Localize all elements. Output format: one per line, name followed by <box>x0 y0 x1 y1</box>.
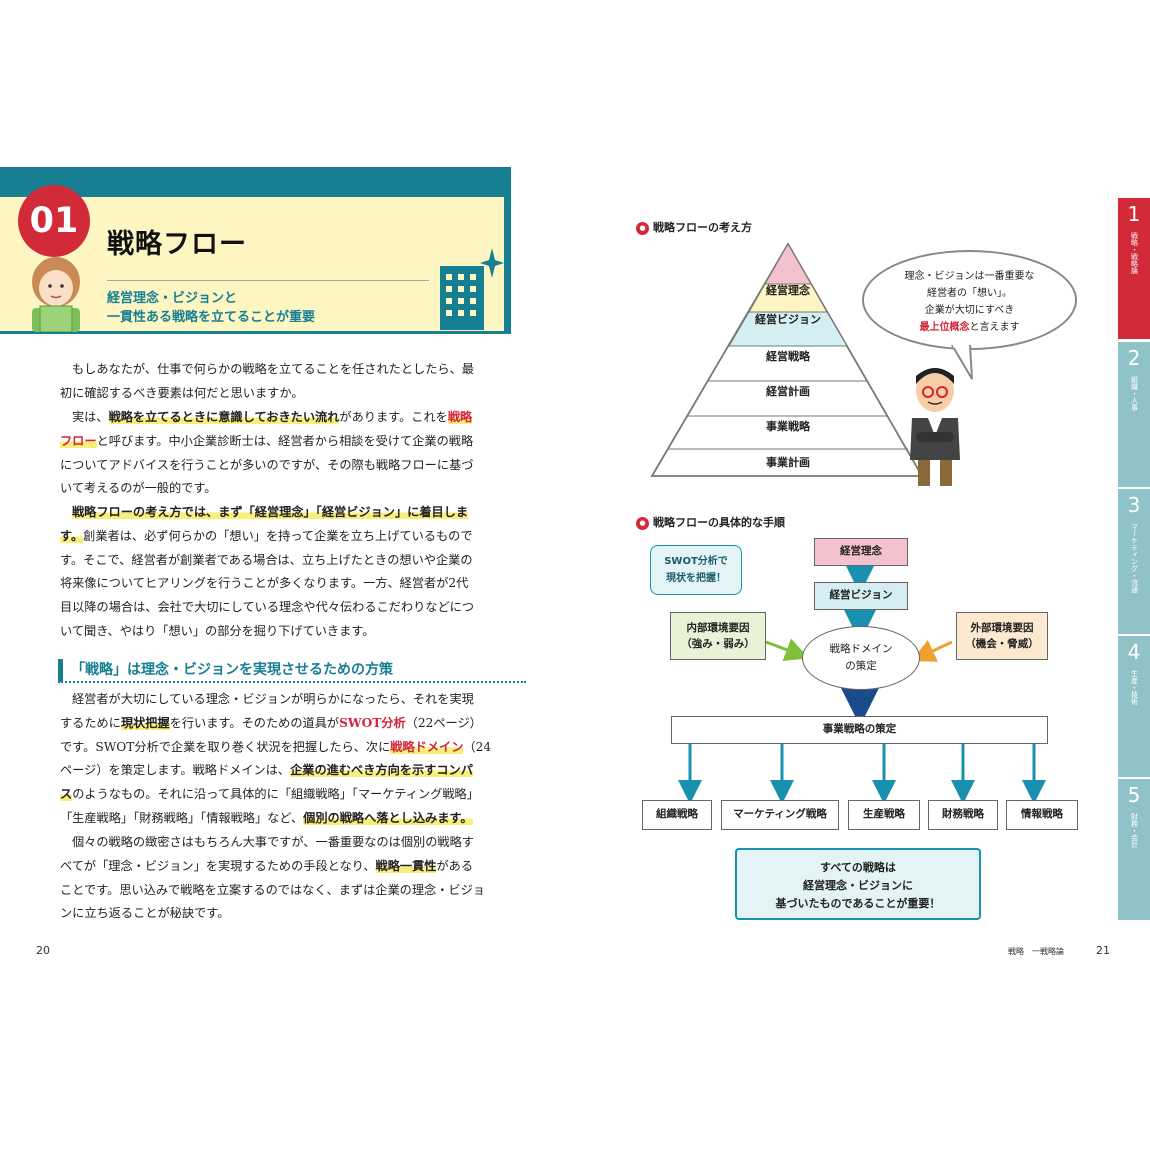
consultant-character-icon <box>910 368 960 486</box>
pyramid-level-4: 経営計画 <box>766 385 810 398</box>
right-page-number: 21 <box>1096 944 1110 957</box>
box-keiei-vision: 経営ビジョン <box>814 582 908 610</box>
box-keiei-rinen: 経営理念 <box>814 538 908 566</box>
paragraph-2: 実は、戦略を立てるときに意識しておきたい流れがあります。これを戦略 フローと呼び… <box>60 410 474 496</box>
paragraph-5: 個々の戦略の緻密さはもちろん大事ですが、一番重要なのは個別の戦略す べてが「理念… <box>60 835 485 921</box>
speech-bubble: 理念・ビジョンは一番重要な 経営者の「想い」。 企業が大切にすべき 最上位概念と… <box>862 250 1077 350</box>
running-head: 戦略 一戦略論 <box>1008 947 1064 956</box>
chapter-tab-4[interactable]: 4 生産・技術 <box>1118 636 1150 777</box>
ellipse-strategic-domain: 戦略ドメインの策定 <box>802 626 920 690</box>
chapter-subtitle-line2: 一貫性ある戦略を立てることが重要 <box>107 310 316 325</box>
figure-icon: ● <box>636 516 649 530</box>
box-internal-factors: 内部環境要因（強み・弱み） <box>670 612 766 660</box>
box-finance-strategy: 財務戦略 <box>928 800 998 830</box>
chapter-subtitle-line1: 経営理念・ビジョンと <box>107 291 238 306</box>
section-heading: 「戦略」は理念・ビジョンを実現させるための方策 <box>58 659 526 683</box>
chapter-tab-2[interactable]: 2 組織・人事 <box>1118 342 1150 487</box>
box-marketing-strategy: マーケティング戦略 <box>721 800 839 830</box>
reader-character-icon <box>32 257 80 332</box>
box-external-factors: 外部環境要因（機会・脅威） <box>956 612 1048 660</box>
header-divider <box>107 280 429 281</box>
bubble-tail <box>950 345 973 380</box>
chapter-number-badge: 01 <box>18 185 90 257</box>
paragraph-4: 経営者が大切にしている理念・ビジョンが明らかになったら、それを実現 するために現… <box>60 692 492 825</box>
figure1-title: ●戦略フローの考え方 <box>636 219 752 235</box>
pyramid-level-5: 事業戦略 <box>766 420 810 433</box>
chapter-tab-3[interactable]: 3 マーケティング・流通 <box>1118 489 1150 634</box>
pyramid-level-2: 経営ビジョン <box>755 313 821 326</box>
figure-icon: ● <box>636 221 649 235</box>
building-icon <box>440 248 504 330</box>
swot-note: SWOT分析で現状を把握！ <box>650 545 742 595</box>
chapter-tab-1[interactable]: 1 戦略・戦略論 <box>1118 198 1150 339</box>
box-organization-strategy: 組織戦略 <box>642 800 712 830</box>
paragraph-1: もしあなたが、仕事で何らかの戦略を立てることを任されたとしたら、最 初に確認する… <box>60 362 474 400</box>
box-production-strategy: 生産戦略 <box>848 800 920 830</box>
pyramid-level-3: 経営戦略 <box>766 350 810 363</box>
strategy-pyramid <box>650 242 924 477</box>
pyramid-level-6: 事業計画 <box>766 456 810 469</box>
pyramid-level-1: 経営理念 <box>766 284 810 297</box>
left-page-number: 20 <box>36 944 50 957</box>
box-information-strategy: 情報戦略 <box>1006 800 1078 830</box>
chapter-header-band <box>0 167 511 197</box>
chapter-title: 戦略フロー <box>107 229 247 260</box>
paragraph-3: 戦略フローの考え方では、まず「経営理念」「経営ビジョン」に着目しま す。創業者は… <box>60 505 475 638</box>
chapter-tab-5[interactable]: 5 財務・会計 <box>1118 779 1150 920</box>
box-business-strategy: 事業戦略の策定 <box>671 716 1048 744</box>
figure2-title: ●戦略フローの具体的な手順 <box>636 514 785 530</box>
conclusion-box: すべての戦略は 経営理念・ビジョンに 基づいたものであることが重要！ <box>735 848 981 920</box>
flow-connectors <box>678 562 1046 804</box>
